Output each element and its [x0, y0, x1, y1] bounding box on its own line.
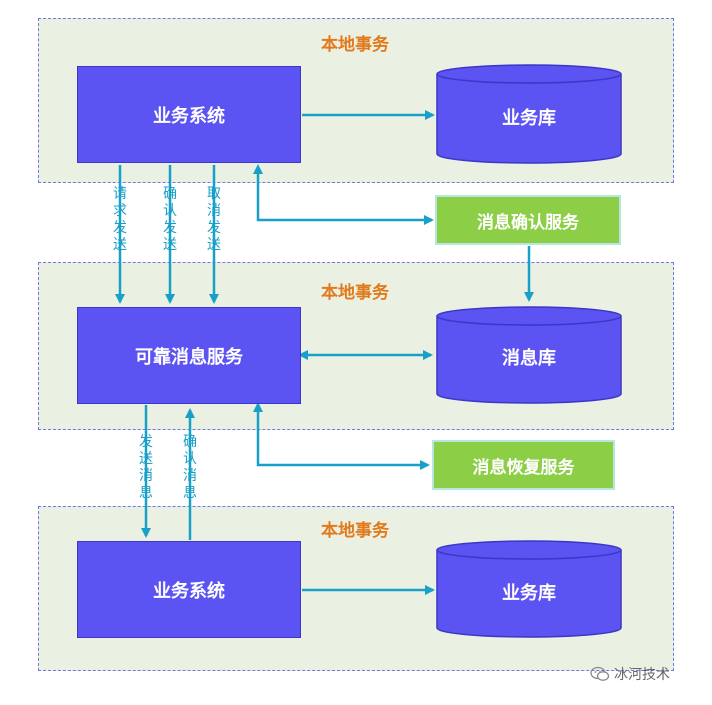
label-cancel-send: 取消发送	[207, 186, 221, 253]
label-confirm-message: 确认消息	[183, 434, 197, 501]
message-confirm-service: 消息确认服务	[435, 195, 621, 245]
message-db-cylinder	[436, 306, 622, 404]
label-confirm-send: 确认发送	[163, 186, 177, 253]
zone-title-bottom: 本地事务	[321, 521, 389, 541]
arrow-recover-service-reliable	[253, 402, 430, 470]
zone-title-middle: 本地事务	[321, 283, 389, 303]
business-system-top: 业务系统	[77, 66, 301, 163]
arrow-confirm-service-business	[253, 164, 434, 225]
business-db-top-cylinder	[436, 64, 622, 164]
business-db-top-label: 业务库	[502, 108, 556, 129]
message-recover-service: 消息恢复服务	[432, 440, 615, 490]
reliable-message-service: 可靠消息服务	[77, 307, 301, 404]
label-send-message: 发送消息	[139, 434, 153, 501]
wechat-icon	[590, 666, 610, 681]
zone-title-top: 本地事务	[321, 35, 389, 55]
business-db-bottom-label: 业务库	[502, 583, 556, 604]
watermark-text: 冰河技术	[614, 667, 670, 683]
watermark: 冰河技术	[590, 664, 670, 684]
business-system-bottom: 业务系统	[77, 541, 301, 638]
message-db-label: 消息库	[502, 348, 556, 369]
business-db-bottom-cylinder	[436, 540, 622, 638]
label-request-send: 请求发送	[113, 186, 127, 253]
